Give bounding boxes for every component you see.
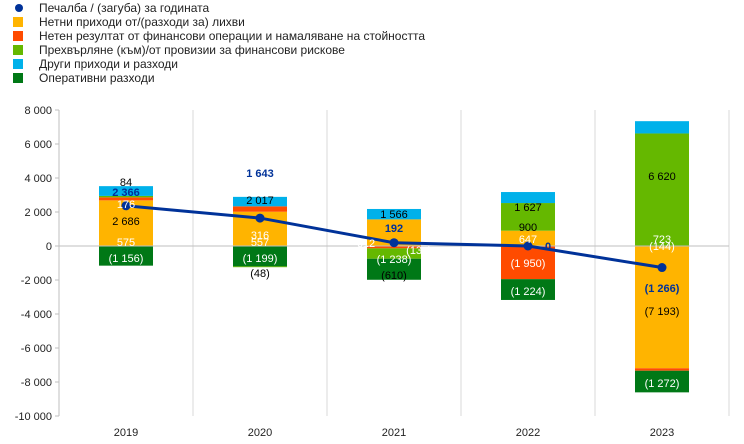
x-tick-label: 2019: [114, 427, 138, 439]
bar-label: 723: [653, 234, 671, 246]
bar-segment: [635, 133, 689, 246]
bar-label: 1 627: [514, 202, 542, 214]
y-tick-label: 8 000: [24, 105, 52, 117]
profit-line-point: [523, 241, 533, 251]
profit-line-point: [255, 213, 265, 223]
bar-label: (139): [406, 245, 432, 257]
bar-label: 176: [117, 199, 135, 211]
bar-segment: [233, 266, 287, 268]
bar-label: (7 193): [645, 306, 680, 318]
bar-segment: [367, 208, 421, 220]
bar-label: 84: [120, 177, 132, 189]
x-tick-label: 2023: [650, 427, 674, 439]
bar-segment: [501, 203, 555, 231]
bar-segment: [233, 246, 287, 267]
legend-entry: Други приходи и разходи: [39, 57, 178, 71]
profit-line-point: [657, 263, 667, 273]
bar-label: 2 686: [112, 216, 140, 228]
x-axis: 2019 2020 2021 2022 2023: [114, 427, 674, 439]
x-tick-label: 2020: [248, 427, 272, 439]
bar-label: (610): [381, 270, 407, 282]
bar-segment: [99, 195, 153, 198]
profit-line-point: [389, 238, 399, 248]
legend-swatch: [13, 59, 23, 69]
bar-segment: [635, 370, 689, 393]
line-label: 1 643: [246, 168, 274, 180]
legend-entry: Нетни приходи от/(разходи за) лихви: [39, 15, 245, 29]
legend-swatch: [13, 73, 23, 83]
bar-label: (48): [250, 268, 270, 280]
legend-entry: Печалба / (загуба) за годината: [39, 1, 210, 15]
y-tick-label: 4 000: [24, 173, 52, 185]
bar-label: 2 017: [246, 195, 274, 207]
bar-label: 612: [357, 238, 375, 250]
legend-entry: Прехвърляне (към)/от провизии за финансо…: [39, 43, 345, 57]
bar-label: (1 950): [511, 258, 546, 270]
y-tick-label: -8 000: [21, 377, 52, 389]
bar-label: 1 566: [380, 209, 408, 221]
bar-label: (1 199): [243, 253, 278, 265]
bar-segment: [501, 279, 555, 300]
line-label: 0: [545, 241, 551, 253]
x-tick-label: 2022: [516, 427, 540, 439]
legend-marker-line: [15, 4, 23, 12]
bar-segment: [635, 368, 689, 371]
profit-line-point: [121, 201, 131, 211]
bar-label: (1 272): [645, 378, 680, 390]
y-tick-label: -4 000: [21, 309, 52, 321]
bar-label: (144): [649, 241, 675, 253]
bar-label: 557: [251, 237, 269, 249]
bar-label: (1 156): [109, 253, 144, 265]
bar-label: 316: [251, 230, 269, 242]
bar-label: 900: [519, 222, 537, 234]
y-tick-label: -10 000: [15, 411, 52, 423]
bar-label: 6 620: [648, 171, 676, 183]
bar-segment: [233, 206, 287, 212]
line-label: 2 366: [112, 187, 140, 199]
y-tick-label: -2 000: [21, 275, 52, 287]
bar-segment: [99, 186, 153, 196]
bar-segment: [501, 246, 555, 280]
y-axis: 8 000 6 000 4 000 2 000 0 -2 000 -4 000 -6 000 -…: [15, 105, 60, 423]
legend-swatch: [13, 45, 23, 55]
legend-swatch: [13, 31, 23, 41]
bar-segment: [367, 258, 421, 280]
bar-segment: [99, 197, 153, 201]
y-tick-label: 6 000: [24, 139, 52, 151]
y-tick-label: 0: [46, 241, 52, 253]
bar-segment: [501, 230, 555, 246]
line-label: (1 266): [645, 283, 680, 295]
bar-label: 647: [519, 234, 537, 246]
bar-segment: [233, 196, 287, 207]
y-tick-label: -6 000: [21, 343, 52, 355]
legend-entry: Нетен резултат от финансови операции и н…: [39, 29, 425, 43]
legend-entry: Оперативни разходи: [39, 71, 155, 85]
bar-segment: [635, 121, 689, 134]
bar-label: (1 238): [377, 254, 412, 266]
bar-segment: [501, 192, 555, 204]
legend-swatch: [13, 17, 23, 27]
bar-label: (1 224): [511, 286, 546, 298]
bar-label: 575: [117, 237, 135, 249]
y-tick-label: 2 000: [24, 207, 52, 219]
line-label: 192: [385, 223, 403, 235]
bar-segment: [367, 248, 421, 259]
bar-segment: [99, 246, 153, 266]
x-tick-label: 2021: [382, 427, 406, 439]
profit-line: [121, 201, 667, 273]
